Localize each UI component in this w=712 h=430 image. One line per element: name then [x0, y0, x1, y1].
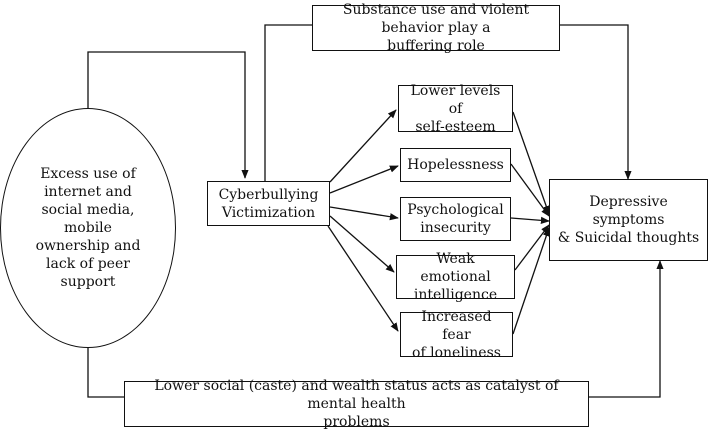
edge-excess-to-social-status	[87, 348, 124, 398]
edge-fear-loneliness-to-depressive	[512, 227, 550, 335]
edge-cyberbullying-to-emotional-intel	[329, 215, 395, 273]
node-substance-use: Substance use and violent behavior play …	[312, 2, 560, 54]
node-emotional-intel-label: Weak emotional intelligence	[413, 251, 498, 303]
edge-cyberbullying-to-substance	[264, 24, 312, 181]
node-depressive-symptoms-label: Depressive symptoms & Suicidal thoughts	[557, 194, 700, 246]
node-cyberbullying-label: Cyberbullying Victimization	[218, 186, 319, 221]
edge-self-esteem-to-depressive	[512, 111, 550, 215]
node-self-esteem: Lower levels of self-esteem	[398, 83, 513, 135]
node-fear-loneliness-label: Increased fear of loneliness	[412, 308, 501, 361]
node-excess-use-label: Excess use of internet and social media,…	[35, 166, 141, 290]
node-psych-insecurity: Psychological insecurity	[400, 197, 511, 241]
node-emotional-intel: Weak emotional intelligence	[396, 251, 515, 303]
node-excess-use: Excess use of internet and social media,…	[0, 108, 176, 348]
node-psych-insecurity-label: Psychological insecurity	[407, 202, 504, 236]
node-self-esteem-label: Lower levels of self-esteem	[410, 82, 501, 135]
node-fear-loneliness: Increased fear of loneliness	[400, 309, 513, 361]
node-depressive-symptoms: Depressive symptoms & Suicidal thoughts	[549, 179, 708, 261]
node-hopelessness: Hopelessness	[400, 148, 511, 182]
edge-cyberbullying-to-fear-loneliness	[327, 225, 399, 332]
edge-hopelessness-to-depressive	[510, 163, 550, 217]
edge-substance-to-depressive	[560, 24, 632, 180]
edge-cyberbullying-to-hopelessness	[329, 165, 399, 194]
edge-cyberbullying-to-psych-insecurity	[329, 206, 399, 221]
node-cyberbullying: Cyberbullying Victimization	[207, 181, 330, 226]
edge-excess-to-cyberbullying	[87, 51, 249, 179]
edge-emotional-intel-to-depressive	[514, 224, 550, 271]
node-substance-use-label: Substance use and violent behavior play …	[342, 2, 530, 54]
edge-psych-insecurity-to-depressive	[510, 216, 550, 224]
node-social-status: Lower social (caste) and wealth status a…	[124, 378, 589, 430]
edge-social-status-to-depressive	[589, 260, 664, 398]
node-hopelessness-label: Hopelessness	[407, 157, 504, 173]
edge-cyberbullying-to-self-esteem	[329, 109, 397, 183]
node-social-status-label: Lower social (caste) and wealth status a…	[154, 378, 559, 430]
